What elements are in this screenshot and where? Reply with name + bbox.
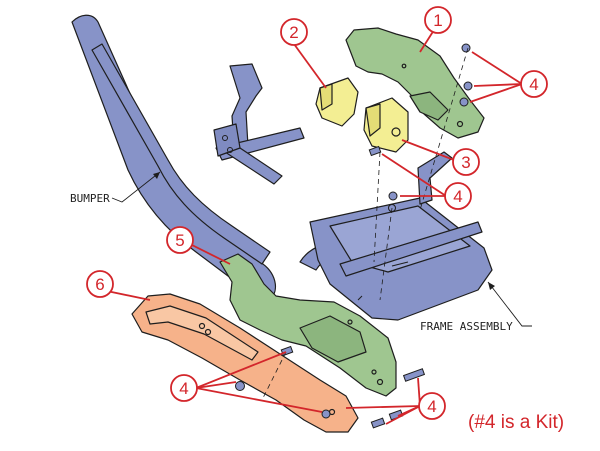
svg-text:1: 1 (433, 11, 442, 30)
kit-note: (#4 is a Kit) (468, 412, 564, 433)
callout-4-middle: 4 (444, 182, 472, 210)
svg-text:5: 5 (175, 231, 184, 250)
callout-2: 2 (280, 18, 308, 46)
callout-5: 5 (166, 226, 194, 254)
bracket-part-5 (219, 253, 397, 397)
callout-1: 1 (424, 6, 452, 34)
svg-text:3: 3 (461, 153, 470, 172)
svg-text:6: 6 (95, 275, 104, 294)
callout-4-lower-right: 4 (418, 392, 446, 420)
callout-3: 3 (452, 148, 480, 176)
frame-assembly-label-group: FRAME ASSEMBLY (420, 281, 532, 333)
callout-6: 6 (86, 270, 114, 298)
svg-text:2: 2 (289, 23, 298, 42)
bumper-label: BUMPER (70, 192, 110, 205)
frame-assembly-label: FRAME ASSEMBLY (420, 320, 513, 333)
skid-part-6 (131, 293, 359, 433)
bumper-label-group: BUMPER (70, 171, 161, 205)
svg-text:4: 4 (453, 187, 462, 206)
svg-text:4: 4 (427, 397, 436, 416)
callout-4-lower-left: 4 (170, 374, 198, 402)
hardware-fasteners (235, 43, 473, 429)
svg-text:4: 4 (529, 75, 538, 94)
frame-assembly-part (71, 14, 493, 321)
svg-text:4: 4 (179, 379, 188, 398)
bracket-part-3 (363, 97, 409, 153)
bracket-part-2 (315, 77, 359, 127)
callout-4-top: 4 (520, 70, 548, 98)
frame-details (222, 135, 409, 301)
alignment-lines (261, 47, 469, 401)
